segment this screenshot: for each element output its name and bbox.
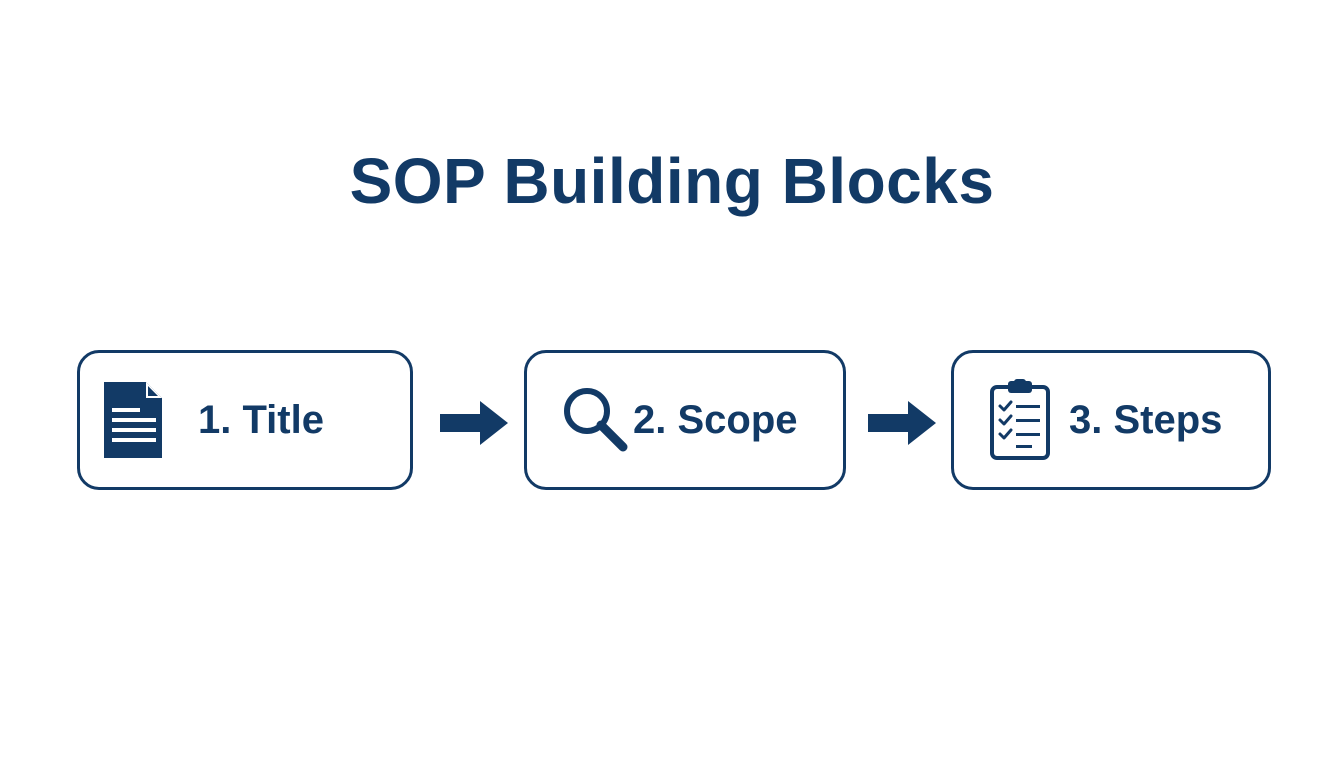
- arrow-right-icon: [440, 401, 508, 445]
- step-label-steps: 3. Steps: [1069, 398, 1223, 442]
- checklist-clipboard-icon: [990, 379, 1050, 460]
- step-box-steps: 3. Steps: [951, 350, 1271, 490]
- diagram-title: SOP Building Blocks: [349, 145, 995, 217]
- arrow-right-icon: [868, 401, 936, 445]
- step-label-scope: 2. Scope: [633, 398, 798, 442]
- step-label-title: 1. Title: [198, 398, 324, 442]
- step-box-scope: 2. Scope: [524, 350, 846, 490]
- step-box-title: 1. Title: [77, 350, 413, 490]
- document-icon: [104, 382, 162, 458]
- magnifier-icon: [564, 388, 628, 452]
